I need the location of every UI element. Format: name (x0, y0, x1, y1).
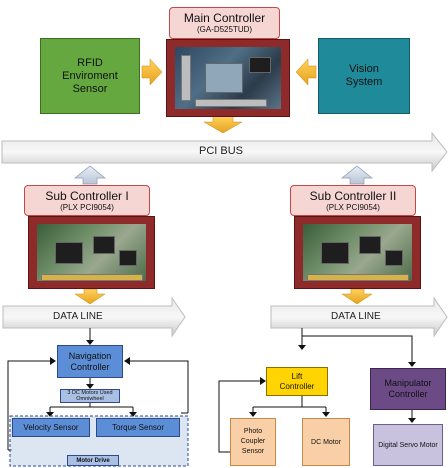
right-subsystem-arrowheads (249, 345, 416, 423)
sub1-pcb-image (37, 224, 146, 281)
sub2-model: (PLX PCI9054) (326, 202, 380, 212)
main-controller-header: Main Controller (GA-D525TUD) (169, 7, 280, 39)
motor-drive-box: Motor Drive (67, 455, 119, 466)
sub1-chip-b (93, 236, 115, 254)
dc-motor-label: DC Motor (311, 438, 341, 446)
sub1-pci-edge (41, 274, 143, 281)
sub-controller-2-board (294, 216, 421, 289)
sub1-model: (PLX PCI9054) (60, 202, 114, 212)
navigation-controller-box: Navigation Controller (57, 345, 123, 378)
arrow-sub1-to-dataline (74, 288, 106, 305)
pci-bus-label: PCI BUS (199, 145, 244, 157)
left-subsystem-arrowheads (46, 340, 137, 417)
data-line-left-label: DATA LINE (53, 311, 103, 322)
lift-label: Lift Controller (279, 371, 315, 391)
dc-motors-box: 3 DC Motors Used Omniwheel (60, 389, 120, 403)
vision-system-box: Vision System (318, 38, 410, 114)
main-controller-model: (GA-D525TUD) (196, 25, 253, 34)
velocity-sensor-box: Velocity Sensor (12, 418, 90, 437)
vision-label: Vision System (345, 63, 383, 88)
data-line-right-arrow (270, 296, 448, 338)
chipset (249, 57, 271, 73)
sub2-title: Sub Controller II (309, 188, 397, 203)
sub-controller-1-board (28, 216, 155, 289)
sub-controller-2-header: Sub Controller II (PLX PCI9054) (290, 185, 416, 216)
sub2-pci-edge (307, 274, 409, 281)
main-board-pcb-image (175, 47, 281, 109)
servo-label: Digital Servo Motor (378, 441, 438, 449)
main-controller-board (166, 39, 290, 117)
sub2-chip-c (385, 250, 403, 266)
rfid-sensor-box: RFID Enviroment Sensor (40, 38, 140, 114)
arrow-bus-to-sub2 (341, 165, 373, 185)
arrow-main-to-bus (203, 115, 243, 134)
sub1-chip-a (55, 242, 83, 264)
sub1-title: Sub Controller I (45, 188, 129, 203)
sub2-chip-a (321, 242, 349, 264)
photo-coupler-box: Photo Coupler Sensor (230, 418, 276, 466)
main-controller-title: Main Controller (183, 11, 266, 25)
sub-controller-1-header: Sub Controller I (PLX PCI9054) (24, 185, 150, 216)
ram-slot (181, 55, 191, 101)
photo-label: Photo Coupler Sensor (240, 428, 266, 455)
manipulator-label: Manipulator Controller (384, 378, 432, 399)
lift-controller-box: Lift Controller (266, 367, 328, 396)
arrow-rfid-to-main (141, 58, 163, 86)
sub2-chip-b (359, 236, 381, 254)
rfid-label: RFID Enviroment Sensor (62, 56, 118, 95)
arrow-vision-to-main (295, 58, 317, 86)
sub2-pcb-image (303, 224, 412, 281)
nav-label: Navigation Controller (68, 350, 112, 372)
sub1-chip-c (119, 250, 137, 266)
pci-bus-arrow (1, 131, 448, 173)
io-connector (195, 99, 267, 107)
data-line-right-label: DATA LINE (331, 311, 381, 322)
torque-label: Torque Sensor (111, 423, 165, 432)
manipulator-controller-box: Manipulator Controller (370, 368, 446, 410)
velocity-label: Velocity Sensor (23, 423, 79, 432)
arrow-bus-to-sub1 (74, 165, 106, 185)
torque-sensor-box: Torque Sensor (96, 418, 180, 437)
digital-servo-box: Digital Servo Motor (373, 424, 443, 466)
arrow-sub2-to-dataline (341, 288, 373, 305)
cpu-heatsink (205, 63, 243, 93)
dc-motors-label: 3 DC Motors Used Omniwheel (67, 390, 113, 402)
data-line-left-arrow (2, 296, 186, 338)
motor-drive-label: Motor Drive (76, 457, 110, 464)
dc-motor-box: DC Motor (302, 418, 350, 466)
